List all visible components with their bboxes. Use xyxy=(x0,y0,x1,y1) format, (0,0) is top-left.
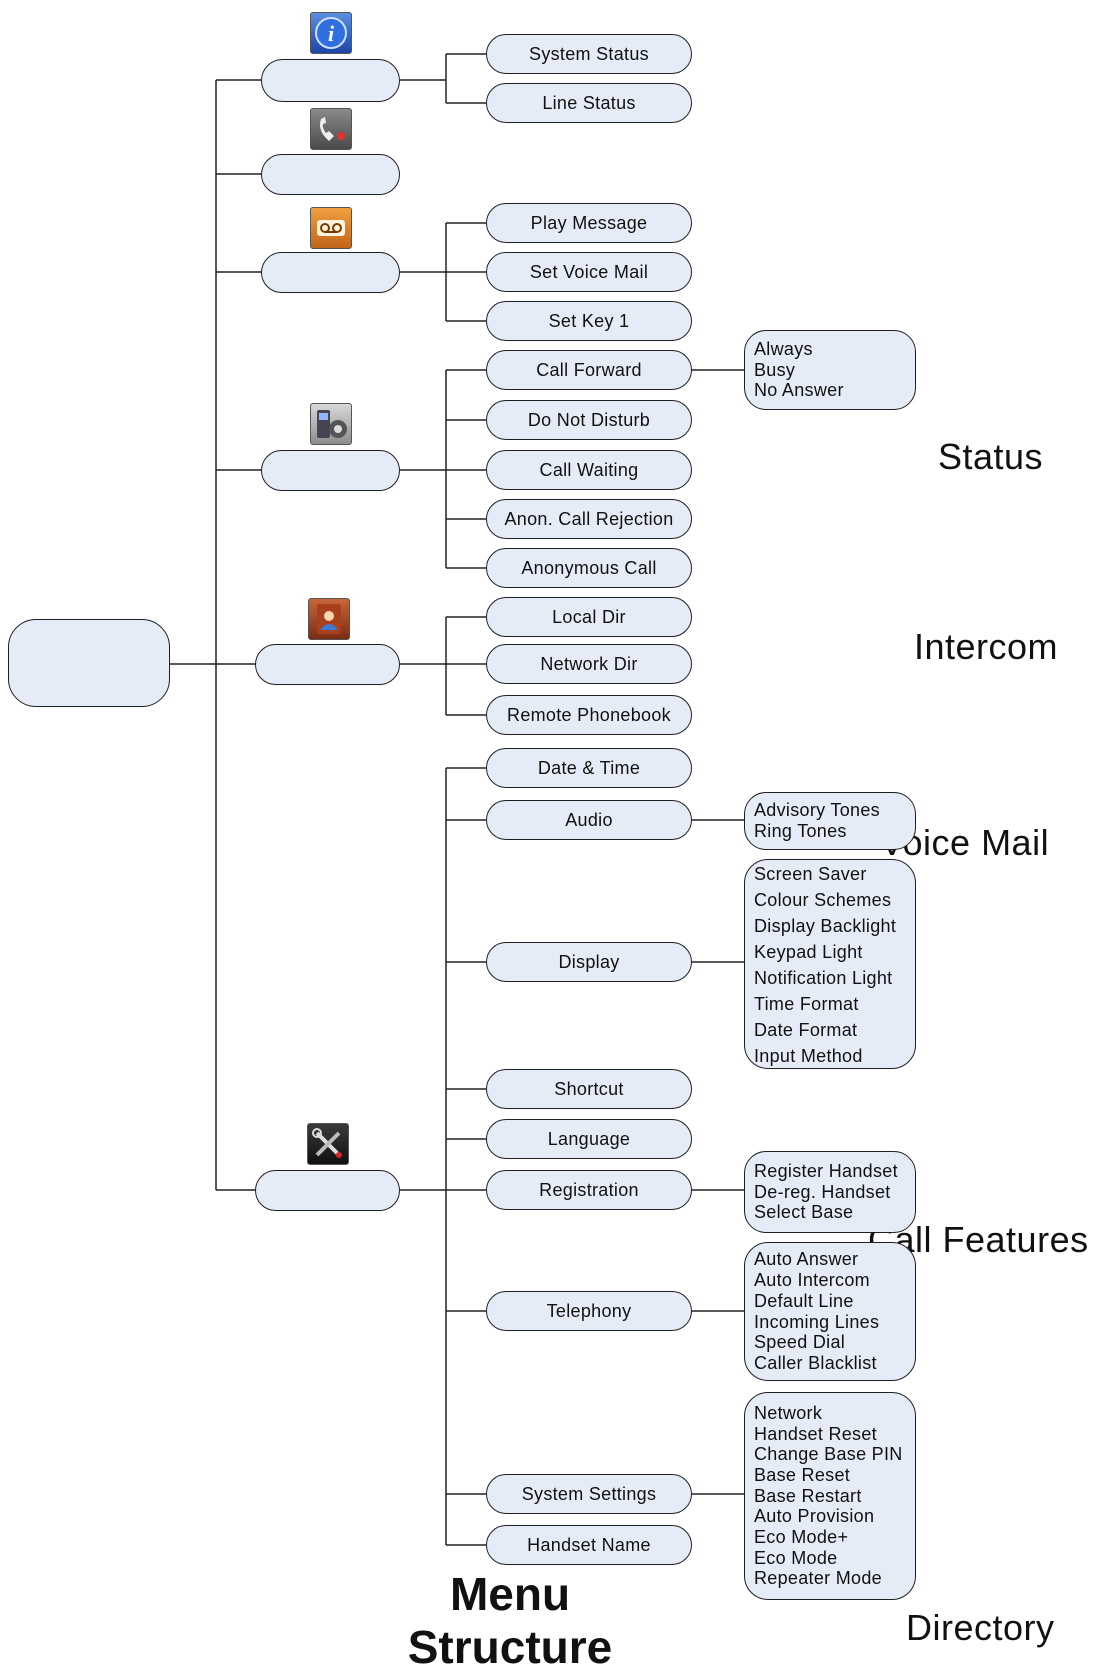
option-register-handset[interactable]: Register Handset xyxy=(754,1160,898,1181)
option-auto-intercom[interactable]: Auto Intercom xyxy=(754,1270,870,1291)
menu-item-anonymous-call[interactable]: Anonymous Call xyxy=(486,548,692,588)
option-default-line[interactable]: Default Line xyxy=(754,1290,854,1311)
option-input-method[interactable]: Input Method xyxy=(754,1046,863,1067)
menu-item-anon-call-rejection[interactable]: Anon. Call Rejection xyxy=(486,499,692,539)
system-settings-options-box: Network Handset Reset Change Base PIN Ba… xyxy=(744,1392,916,1600)
option-network[interactable]: Network xyxy=(754,1402,823,1423)
category-node-call-features xyxy=(261,450,400,491)
option-incoming-lines[interactable]: Incoming Lines xyxy=(754,1311,880,1332)
menu-item-line-status[interactable]: Line Status xyxy=(486,83,692,123)
option-dereg-handset[interactable]: De-reg. Handset xyxy=(754,1181,891,1202)
option-caller-blacklist[interactable]: Caller Blacklist xyxy=(754,1352,877,1373)
menu-item-set-voice-mail[interactable]: Set Voice Mail xyxy=(486,252,692,292)
audio-options-box: Advisory Tones Ring Tones xyxy=(744,792,916,850)
category-node-status xyxy=(261,59,400,102)
option-no-answer[interactable]: No Answer xyxy=(754,380,844,401)
call-forward-options-box: Always Busy No Answer xyxy=(744,330,916,410)
menu-item-audio[interactable]: Audio xyxy=(486,800,692,840)
option-base-reset[interactable]: Base Reset xyxy=(754,1464,851,1485)
category-node-settings xyxy=(255,1170,400,1211)
menu-item-handset-name[interactable]: Handset Name xyxy=(486,1525,692,1565)
option-base-restart[interactable]: Base Restart xyxy=(754,1485,862,1506)
settings-tools-icon xyxy=(307,1123,349,1165)
menu-item-shortcut[interactable]: Shortcut xyxy=(486,1069,692,1109)
info-icon: i xyxy=(310,12,352,54)
option-screen-saver[interactable]: Screen Saver xyxy=(754,863,867,884)
menu-item-set-key-1[interactable]: Set Key 1 xyxy=(486,301,692,341)
option-ring-tones[interactable]: Ring Tones xyxy=(754,821,847,841)
option-auto-provision[interactable]: Auto Provision xyxy=(754,1506,875,1527)
option-repeater-mode[interactable]: Repeater Mode xyxy=(754,1568,882,1589)
menu-item-call-forward[interactable]: Call Forward xyxy=(486,350,692,390)
menu-item-display[interactable]: Display xyxy=(486,942,692,982)
option-colour-schemes[interactable]: Colour Schemes xyxy=(754,889,892,910)
menu-item-local-dir[interactable]: Local Dir xyxy=(486,597,692,637)
registration-options-box: Register Handset De-reg. Handset Select … xyxy=(744,1151,916,1233)
option-change-base-pin[interactable]: Change Base PIN xyxy=(754,1444,903,1465)
root-node xyxy=(8,619,170,707)
menu-item-telephony[interactable]: Telephony xyxy=(486,1291,692,1331)
option-display-backlight[interactable]: Display Backlight xyxy=(754,915,897,936)
directory-icon xyxy=(308,598,350,640)
voicemail-icon xyxy=(310,207,352,249)
display-options-box: Screen Saver Colour Schemes Display Back… xyxy=(744,859,916,1069)
option-notification-light[interactable]: Notification Light xyxy=(754,968,893,988)
option-always[interactable]: Always xyxy=(754,338,813,359)
category-node-intercom xyxy=(261,154,400,195)
option-speed-dial[interactable]: Speed Dial xyxy=(754,1332,846,1353)
menu-item-play-message[interactable]: Play Message xyxy=(486,203,692,243)
diagram-title-line-1: Menu xyxy=(449,1568,571,1620)
menu-item-system-status[interactable]: System Status xyxy=(486,34,692,74)
svg-text:i: i xyxy=(328,21,335,46)
menu-item-call-waiting[interactable]: Call Waiting xyxy=(486,450,692,490)
option-eco-mode-plus[interactable]: Eco Mode+ xyxy=(754,1527,849,1548)
menu-item-remote-phonebook[interactable]: Remote Phonebook xyxy=(486,695,692,735)
diagram-title-line-2: Structure xyxy=(407,1620,613,1673)
category-node-directory xyxy=(255,644,400,685)
option-keypad-light[interactable]: Keypad Light xyxy=(754,941,863,962)
section-label-intercom: Intercom xyxy=(914,626,1059,667)
intercom-phone-icon xyxy=(310,108,352,150)
category-node-voice-mail xyxy=(261,252,400,293)
option-handset-reset[interactable]: Handset Reset xyxy=(754,1423,877,1444)
section-label-status: Status xyxy=(938,436,1044,477)
option-eco-mode[interactable]: Eco Mode xyxy=(754,1547,838,1568)
option-date-format[interactable]: Date Format xyxy=(754,1020,858,1041)
menu-item-do-not-disturb[interactable]: Do Not Disturb xyxy=(486,400,692,440)
option-advisory-tones[interactable]: Advisory Tones xyxy=(754,800,880,821)
menu-item-registration[interactable]: Registration xyxy=(486,1170,692,1210)
menu-item-system-settings[interactable]: System Settings xyxy=(486,1474,692,1514)
diagram-title: Menu Structure xyxy=(380,1568,640,1674)
call-features-icon xyxy=(310,403,352,445)
option-time-format[interactable]: Time Format xyxy=(754,994,859,1015)
option-auto-answer[interactable]: Auto Answer xyxy=(754,1249,859,1270)
option-busy[interactable]: Busy xyxy=(754,359,796,380)
option-select-base[interactable]: Select Base xyxy=(754,1202,854,1223)
menu-item-language[interactable]: Language xyxy=(486,1119,692,1159)
menu-item-date-time[interactable]: Date & Time xyxy=(486,748,692,788)
telephony-options-box: Auto Answer Auto Intercom Default Line I… xyxy=(744,1242,916,1381)
menu-item-network-dir[interactable]: Network Dir xyxy=(486,644,692,684)
section-label-directory: Directory xyxy=(906,1607,1055,1648)
